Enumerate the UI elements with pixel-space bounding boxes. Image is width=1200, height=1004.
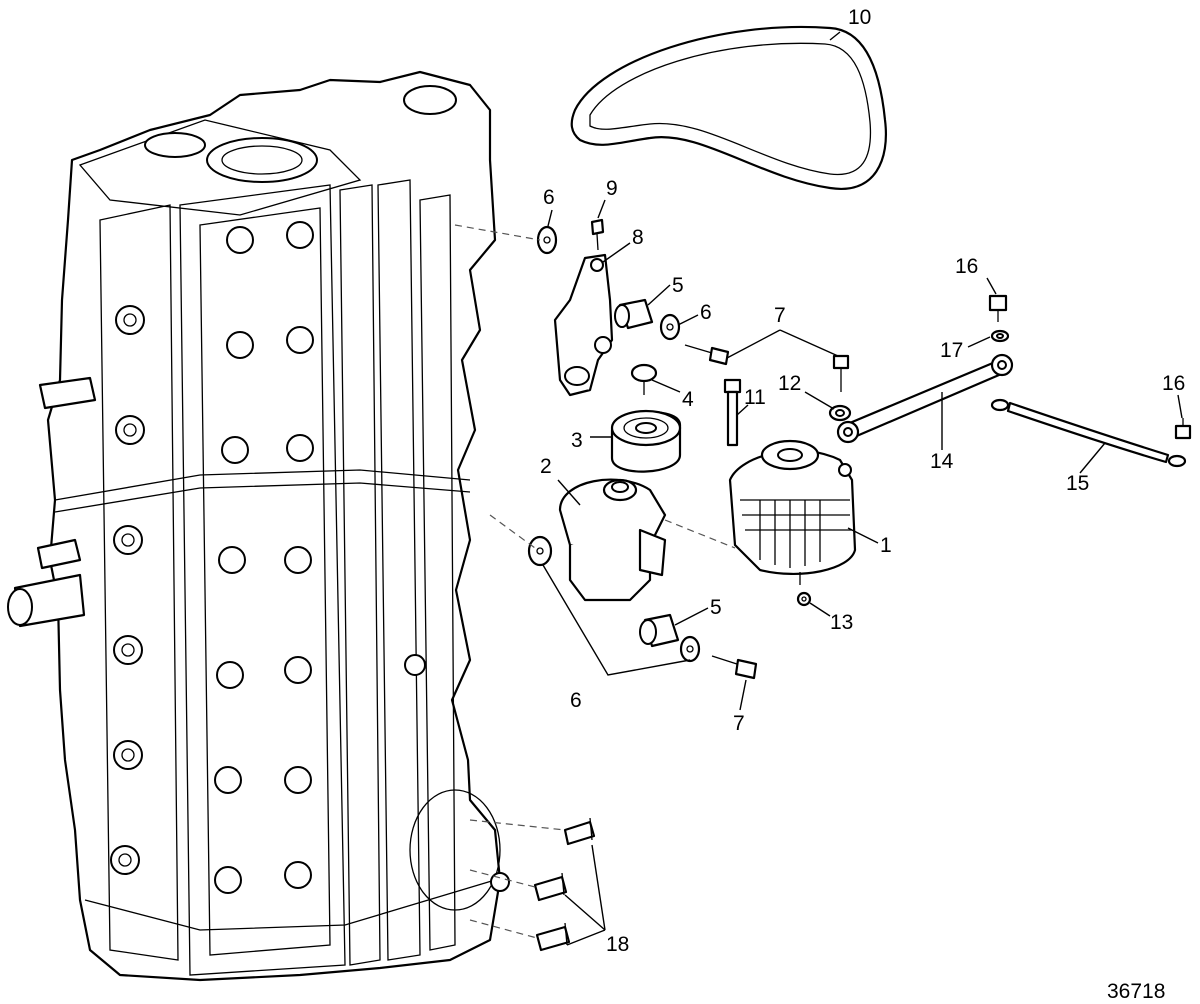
callout-8: 8 — [632, 226, 644, 249]
bolt-7-upper-right — [832, 354, 850, 392]
figure-number: 36718 — [1107, 980, 1165, 1003]
callout-5-top: 5 — [672, 274, 684, 297]
engine-block — [7, 70, 510, 982]
callout-15: 15 — [1066, 472, 1089, 495]
assembly-centerlines — [454, 224, 736, 939]
idler-pulley — [610, 409, 682, 473]
ground-strap — [990, 398, 1187, 468]
bolt-4 — [630, 363, 658, 395]
link-rod — [836, 353, 1014, 444]
bolt-7-upper-left — [684, 344, 730, 366]
plug-18-top — [563, 817, 596, 846]
callout-6-mid: 6 — [700, 301, 712, 324]
callout-2: 2 — [540, 455, 552, 478]
washer-12 — [828, 404, 852, 422]
left-bank-bolts — [110, 305, 145, 875]
belt-tensioner — [558, 478, 667, 602]
callout-11: 11 — [744, 386, 766, 409]
screw-9 — [590, 218, 605, 251]
long-bolt-11 — [723, 378, 742, 447]
washer-6-top — [536, 225, 558, 255]
callout-7-upper: 7 — [774, 304, 786, 327]
plug-18-mid — [533, 872, 568, 902]
tensioner-bracket — [553, 253, 614, 397]
callout-10: 10 — [848, 6, 871, 29]
bolt-16-right — [1174, 418, 1192, 440]
callout-labels: 10 9 6 8 16 5 6 7 17 16 12 4 11 3 14 2 1… — [540, 6, 1185, 1003]
callout-5-bottom: 5 — [710, 596, 722, 619]
drive-belt — [570, 25, 887, 190]
washer-17 — [990, 329, 1010, 343]
callout-13: 13 — [830, 611, 853, 634]
alternator — [728, 439, 857, 585]
center-cover-bolts — [214, 221, 314, 894]
callout-6-top: 6 — [543, 186, 555, 209]
callout-16-right: 16 — [1162, 372, 1185, 395]
callout-12: 12 — [778, 372, 801, 395]
washer-6-mid — [659, 313, 681, 341]
washer-6-bottom — [679, 635, 701, 663]
callout-16-top: 16 — [955, 255, 978, 278]
callout-7-bottom: 7 — [733, 712, 745, 735]
callout-6-bottom: 6 — [570, 689, 582, 712]
callout-18: 18 — [606, 933, 629, 956]
callout-14: 14 — [930, 450, 954, 473]
nut-13 — [796, 591, 812, 607]
callout-3: 3 — [571, 429, 583, 452]
callout-17: 17 — [940, 339, 963, 362]
callout-1: 1 — [880, 534, 892, 557]
callout-9: 9 — [606, 177, 618, 200]
bolt-16-top — [988, 294, 1008, 322]
bolt-7-bottom — [711, 655, 758, 680]
callout-4: 4 — [682, 388, 694, 411]
leader-lines — [542, 31, 1183, 946]
spacer-5-bottom — [639, 613, 680, 648]
spacer-5-top — [614, 298, 654, 330]
plug-18-bottom — [535, 922, 571, 952]
washer-6-left — [527, 535, 553, 567]
